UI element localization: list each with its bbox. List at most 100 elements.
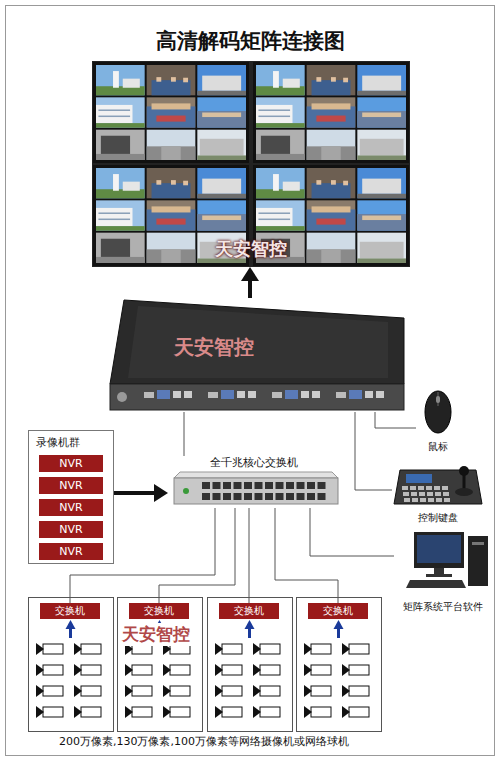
camera-thumbnail <box>96 154 145 160</box>
power-button <box>117 392 127 402</box>
camera-icons <box>36 620 369 718</box>
watermark: 天安智控 <box>120 623 192 646</box>
camera-thumbnail <box>307 233 356 263</box>
camera-thumbnail <box>98 212 130 214</box>
camera-body <box>260 644 280 654</box>
node-label: 交换机 <box>129 603 189 619</box>
node-label: NVR <box>39 543 103 560</box>
camera-body <box>81 707 101 717</box>
camera-body <box>170 707 190 717</box>
camera-lens <box>304 706 312 718</box>
arrow-head <box>334 620 344 629</box>
camera-thumbnail <box>96 105 133 123</box>
nvr-group-box: 录像机群NVRNVRNVRNVRNVR <box>28 430 114 564</box>
camera-body <box>43 707 63 717</box>
camera-thumbnail <box>360 242 404 259</box>
keyboard-key <box>402 486 408 490</box>
camera-body <box>81 686 101 696</box>
connector-line <box>249 508 250 603</box>
connector <box>159 508 235 603</box>
port <box>208 392 218 398</box>
switch-port <box>297 482 305 489</box>
port <box>349 390 362 399</box>
connector <box>184 412 185 456</box>
camera-lens <box>342 664 350 676</box>
camera-thumbnail <box>152 80 191 95</box>
switch-box: 交换机 <box>40 603 100 619</box>
camera-thumbnail <box>362 76 401 91</box>
camera-thumbnail <box>273 71 279 88</box>
mouse-icon: 鼠标 <box>416 386 460 458</box>
camera-lens <box>215 643 223 655</box>
camera-thumbnail <box>312 80 351 95</box>
camera-thumbnail <box>197 111 246 128</box>
monitor-bezel <box>93 62 249 163</box>
camera-thumbnail <box>147 233 196 263</box>
camera-thumbnail <box>307 65 356 95</box>
switch-port <box>265 493 273 500</box>
camera-body <box>311 707 331 717</box>
node-label: 交换机 <box>40 603 100 619</box>
platform-pc: 矩阵系统平台软件 <box>394 530 492 614</box>
camera-thumbnail <box>183 78 188 83</box>
camera-thumbnail <box>343 181 348 186</box>
camera-thumbnail <box>316 180 321 185</box>
camera-thumbnail <box>197 65 246 95</box>
camera-thumbnail <box>156 180 161 185</box>
keyboard-key <box>444 498 450 502</box>
keyboard-key <box>436 498 442 502</box>
arrow-shaft <box>337 628 340 638</box>
camera-thumbnail <box>256 168 305 198</box>
connector-line <box>159 508 235 603</box>
camera-thumbnail <box>283 182 300 191</box>
diagram-caption: 200万像素,130万像素,100万像素等网络摄像机或网络球机 <box>28 734 380 749</box>
camera-thumbnail <box>256 208 293 226</box>
port <box>184 391 192 398</box>
camera-thumbnail <box>307 146 356 160</box>
camera-thumbnail <box>161 249 180 263</box>
switch-port <box>307 482 315 489</box>
core-switch: 全千兆核心交换机 <box>168 456 340 508</box>
camera-lens <box>163 664 171 676</box>
camera-thumbnail <box>161 146 180 160</box>
camera-thumbnail <box>123 182 140 191</box>
camera-thumbnail <box>197 130 246 160</box>
camera-lens <box>74 685 82 697</box>
camera-body <box>132 665 152 675</box>
camera-body <box>311 644 331 654</box>
camera-thumbnail <box>147 65 196 95</box>
camera-lens <box>304 643 312 655</box>
camera-thumbnail <box>96 257 145 263</box>
connector-line <box>375 412 416 428</box>
node-label: 矩阵系统平台软件 <box>394 600 492 614</box>
camera-lens <box>125 685 133 697</box>
camera-thumbnail <box>357 194 406 199</box>
connector <box>355 412 392 490</box>
connector-line <box>248 278 252 298</box>
camera-thumbnail <box>307 209 356 230</box>
connector <box>310 508 394 556</box>
camera-thumbnail <box>96 123 145 128</box>
arrow-head <box>154 484 168 502</box>
camera-thumbnail <box>202 113 241 118</box>
port <box>173 391 181 398</box>
camera-thumbnail <box>96 97 145 127</box>
device-top <box>110 300 404 384</box>
camera-body <box>132 707 152 717</box>
camera-lens <box>163 685 171 697</box>
camera-lens <box>163 706 171 718</box>
keyboard-key <box>427 492 433 496</box>
camera-lens <box>74 706 82 718</box>
camera-thumbnail <box>307 130 356 160</box>
connector-line <box>355 412 392 490</box>
camera-thumbnail <box>96 233 145 263</box>
camera-thumbnail <box>183 181 188 186</box>
camera-thumbnail <box>152 103 191 109</box>
camera-thumbnail <box>357 130 406 160</box>
camera-thumbnail <box>147 146 196 160</box>
camera-thumbnail <box>343 78 348 83</box>
camera-thumbnail <box>113 174 119 191</box>
decoder-device-drawing <box>108 298 406 412</box>
keyboard-key <box>403 492 409 496</box>
camera-thumbnail <box>202 216 241 221</box>
